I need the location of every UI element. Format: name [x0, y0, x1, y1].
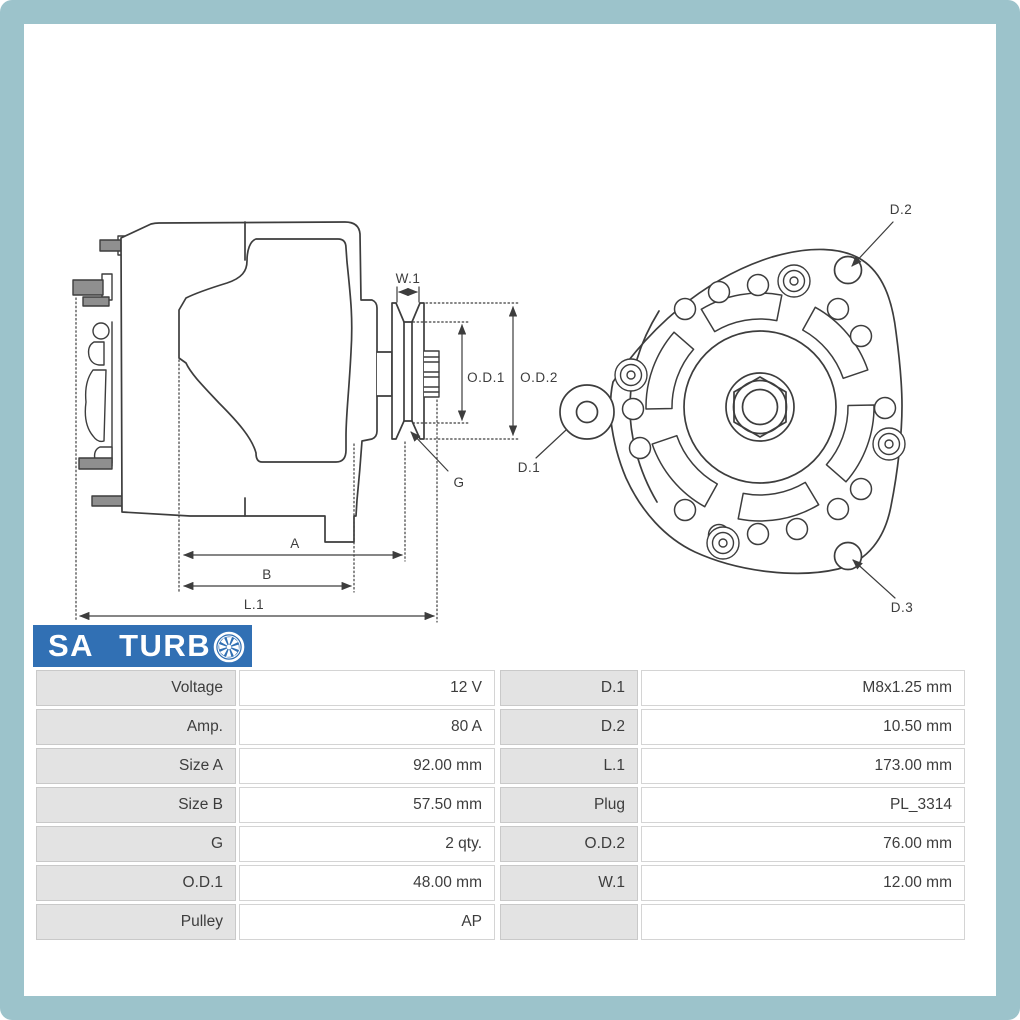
- table-row: Size B 57.50 mm: [36, 787, 495, 823]
- side-view-drawing: W.1 O.D.1 O.D.2 G D.1 A B L.1: [72, 221, 581, 623]
- table-row: W.1 12.00 mm: [500, 865, 965, 901]
- mount-hole-d3: [833, 541, 863, 571]
- brand-logo: SA TURB: [33, 625, 252, 667]
- dim-label-a: A: [290, 536, 300, 551]
- spec-label: Amp.: [36, 709, 236, 745]
- spec-label: O.D.1: [36, 865, 236, 901]
- table-row: O.D.1 48.00 mm: [36, 865, 495, 901]
- spec-label: Size B: [36, 787, 236, 823]
- front-leaders: [851, 221, 896, 599]
- mount-lug-d1: [559, 384, 615, 440]
- turbo-fan-icon: [213, 631, 245, 663]
- dim-label-d3: D.3: [891, 600, 914, 615]
- spec-label: [500, 904, 638, 940]
- shaft-thread: [423, 350, 440, 398]
- spec-label: O.D.2: [500, 826, 638, 862]
- spec-table-right-column: D.1 M8x1.25 mm D.2 10.50 mm L.1 173.00 m…: [500, 670, 965, 943]
- spec-value: 10.50 mm: [641, 709, 965, 745]
- spec-label: Size A: [36, 748, 236, 784]
- dim-label-b: B: [262, 567, 272, 582]
- table-row: [500, 904, 965, 940]
- front-view-drawing: D.2 D.3: [559, 202, 914, 615]
- dimension-lines: [78, 286, 581, 621]
- dim-label-d1: D.1: [518, 460, 541, 475]
- spec-value: 92.00 mm: [239, 748, 495, 784]
- table-row: O.D.2 76.00 mm: [500, 826, 965, 862]
- alternator-technical-drawing: W.1 O.D.1 O.D.2 G D.1 A B L.1: [72, 202, 914, 623]
- spec-value: 48.00 mm: [239, 865, 495, 901]
- spec-value: 173.00 mm: [641, 748, 965, 784]
- logo-text-turb: TURB: [119, 628, 212, 663]
- dim-label-d2: D.2: [890, 202, 913, 217]
- spec-label: W.1: [500, 865, 638, 901]
- table-row: L.1 173.00 mm: [500, 748, 965, 784]
- table-row: Amp. 80 A: [36, 709, 495, 745]
- spec-label: D.2: [500, 709, 638, 745]
- bolt-holes: [621, 273, 897, 547]
- dim-label-g: G: [453, 475, 464, 490]
- spec-value: 57.50 mm: [239, 787, 495, 823]
- spec-label: Plug: [500, 787, 638, 823]
- spec-value: M8x1.25 mm: [641, 670, 965, 706]
- spec-value: AP: [239, 904, 495, 940]
- rotor-and-nut: [683, 330, 837, 484]
- dim-label-l1: L.1: [244, 597, 264, 612]
- spec-value: 76.00 mm: [641, 826, 965, 862]
- pulley-profile: [391, 302, 425, 440]
- dim-label-od1: O.D.1: [467, 370, 505, 385]
- table-row: D.2 10.50 mm: [500, 709, 965, 745]
- spec-value: 80 A: [239, 709, 495, 745]
- table-row: Size A 92.00 mm: [36, 748, 495, 784]
- vent-slots: [645, 292, 875, 522]
- spec-label: Pulley: [36, 904, 236, 940]
- table-row: D.1 M8x1.25 mm: [500, 670, 965, 706]
- extension-lines: [75, 297, 521, 623]
- rear-terminals: [72, 235, 130, 510]
- spec-value: [641, 904, 965, 940]
- spec-value: 2 qty.: [239, 826, 495, 862]
- spec-label: L.1: [500, 748, 638, 784]
- spec-label: G: [36, 826, 236, 862]
- table-row: Voltage 12 V: [36, 670, 495, 706]
- table-row: G 2 qty.: [36, 826, 495, 862]
- spec-label: Voltage: [36, 670, 236, 706]
- through-bolts: [614, 264, 906, 560]
- spec-table-left-column: Voltage 12 V Amp. 80 A Size A 92.00 mm S…: [36, 670, 495, 943]
- spec-label: D.1: [500, 670, 638, 706]
- table-row: Pulley AP: [36, 904, 495, 940]
- dim-label-w1: W.1: [396, 271, 421, 286]
- side-inner-contour: [178, 238, 353, 463]
- logo-text-sa: SA: [48, 628, 95, 663]
- spec-value: 12 V: [239, 670, 495, 706]
- dim-label-od2: O.D.2: [520, 370, 558, 385]
- shaft-hub: [376, 351, 393, 397]
- spec-value: PL_3314: [641, 787, 965, 823]
- table-row: Plug PL_3314: [500, 787, 965, 823]
- spec-value: 12.00 mm: [641, 865, 965, 901]
